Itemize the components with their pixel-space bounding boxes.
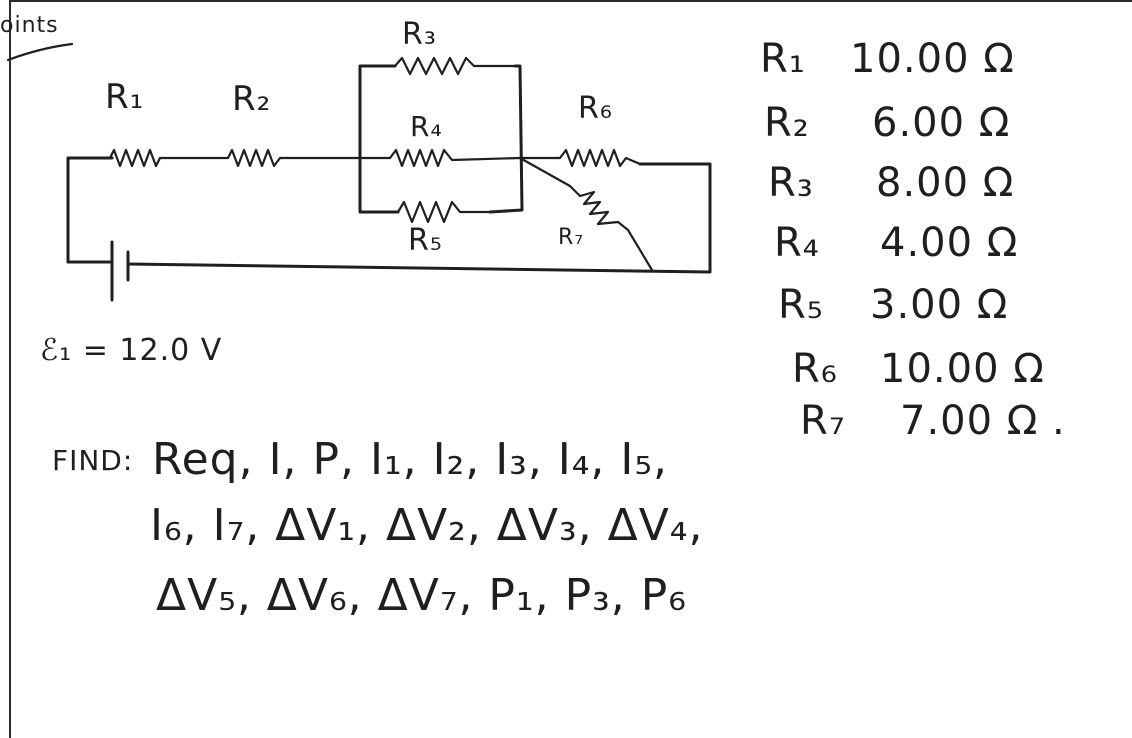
find-label: FIND: bbox=[52, 444, 133, 477]
resistor-r2 bbox=[198, 148, 362, 168]
value-name: R₇ bbox=[800, 398, 846, 444]
value-text: 6.00 Ω bbox=[872, 100, 1010, 146]
label-r5: R₅ bbox=[408, 223, 443, 258]
value-name: R₂ bbox=[764, 100, 810, 146]
corner-label: oints bbox=[0, 13, 59, 38]
resistor-r5 bbox=[396, 200, 492, 224]
resistor-r1 bbox=[66, 148, 202, 168]
value-text: 10.00 Ω bbox=[880, 346, 1045, 392]
label-r7: R₇ bbox=[558, 225, 584, 250]
label-r6: R₆ bbox=[578, 91, 613, 126]
emf-label: ℰ₁ = 12.0 V bbox=[40, 333, 222, 368]
find-line: I₆, I₇, ΔV₁, ΔV₂, ΔV₃, ΔV₄, bbox=[150, 500, 703, 551]
value-name: R₁ bbox=[760, 36, 806, 82]
value-text: 7.00 Ω . bbox=[900, 398, 1066, 444]
circuit-diagram bbox=[66, 56, 712, 302]
bottom-wire bbox=[126, 162, 712, 274]
left-wire bbox=[66, 156, 114, 264]
value-name: R₆ bbox=[792, 346, 838, 392]
value-text: 10.00 Ω bbox=[850, 36, 1015, 82]
resistor-r7 bbox=[518, 156, 654, 272]
resistor-r6 bbox=[518, 148, 642, 168]
value-name: R₄ bbox=[774, 220, 820, 266]
resistor-r3 bbox=[393, 56, 517, 76]
parallel-left-bottom bbox=[358, 156, 400, 214]
corner-underline bbox=[6, 42, 74, 62]
find-line: Req, I, P, I₁, I₂, I₃, I₄, I₅, bbox=[152, 434, 668, 485]
parallel-right-rail bbox=[488, 64, 524, 214]
find-line: ΔV₅, ΔV₆, ΔV₇, P₁, P₃, P₆ bbox=[156, 570, 687, 621]
parallel-left-top bbox=[358, 64, 397, 160]
resistor-values: R₁ 10.00 Ω R₂ 6.00 Ω R₃ 8.00 Ω R₄ 4.00 Ω… bbox=[760, 36, 1066, 444]
label-r1: R₁ bbox=[105, 77, 144, 117]
value-text: 4.00 Ω bbox=[880, 220, 1018, 266]
find-section: FIND: Req, I, P, I₁, I₂, I₃, I₄, I₅, I₆,… bbox=[52, 434, 703, 621]
value-name: R₃ bbox=[768, 160, 814, 206]
label-r3: R₃ bbox=[402, 17, 437, 52]
value-text: 3.00 Ω bbox=[870, 282, 1008, 328]
value-text: 8.00 Ω bbox=[876, 160, 1014, 206]
value-name: R₅ bbox=[778, 282, 824, 328]
label-r2: R₂ bbox=[232, 79, 271, 119]
resistor-r4 bbox=[358, 148, 522, 168]
label-r4: R₄ bbox=[410, 110, 443, 143]
